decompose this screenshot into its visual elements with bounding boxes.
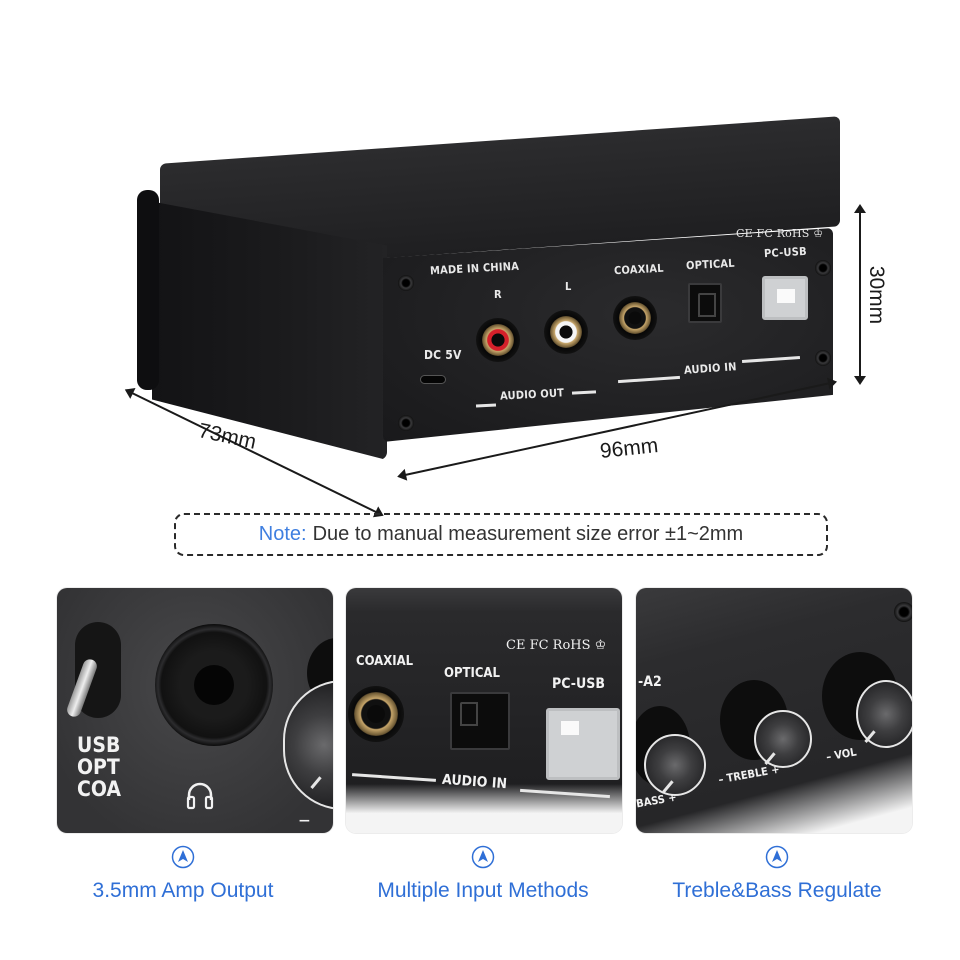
feature-card-amp-output: USB OPT COA — (57, 588, 333, 833)
rca-left-label: L (565, 280, 572, 293)
audio-in-bar (351, 773, 437, 782)
bass-label: BASS + (636, 790, 678, 811)
height-dimension-arrow (854, 204, 866, 385)
model-label: -A2 (638, 674, 662, 690)
optical-label: OPTICAL (685, 256, 736, 273)
pc-usb-label: PC-USB (763, 244, 808, 261)
source-coa-label: COA (77, 777, 121, 801)
feature-caption-input-methods: Multiple Input Methods (333, 845, 633, 903)
up-arrow-circle-icon (765, 845, 789, 869)
minus-label: — (299, 813, 310, 827)
certification-marks: CE FC RoHS ♔ (506, 638, 607, 653)
audio-in-bar (520, 788, 610, 799)
caption-text: 3.5mm Amp Output (92, 879, 274, 902)
device-rear-panel (383, 228, 833, 442)
note-text: Due to manual measurement size error ±1~… (312, 523, 744, 545)
feature-caption-amp-output: 3.5mm Amp Output (33, 845, 333, 903)
feature-card-tone-control: -A2 BASS + – TREBLE + – VOL (636, 588, 912, 833)
headphone-jack (894, 602, 912, 622)
feature-card-input-methods: COAXIAL OPTICAL PC-USB CE FC RoHS ♔ AUDI… (346, 588, 622, 833)
width-dimension-label: 96mm (598, 434, 660, 463)
audio-in-label: AUDIO IN (441, 771, 508, 793)
coaxial-input-port (348, 686, 404, 742)
optical-input-port (688, 283, 722, 323)
up-arrow-circle-icon (171, 845, 195, 869)
coaxial-input-port (613, 296, 657, 340)
source-opt-label: OPT (77, 755, 120, 779)
treble-knob (754, 710, 812, 768)
coaxial-label: COAXIAL (356, 654, 414, 669)
height-dimension-label: 30mm (865, 265, 889, 325)
headphone-icon (186, 782, 214, 810)
feature-caption-tone-control: Treble&Bass Regulate (627, 845, 927, 903)
up-arrow-circle-icon (471, 845, 495, 869)
usb-b-input-port (546, 708, 620, 780)
rca-right-label: R (494, 288, 502, 301)
optical-label: OPTICAL (444, 666, 500, 681)
volume-knob (856, 680, 912, 748)
usb-c-power-port (420, 375, 446, 384)
note-key: Note: (258, 523, 307, 545)
rca-right-output-port (476, 318, 520, 362)
source-usb-label: USB (77, 733, 121, 757)
headphone-jack (155, 624, 273, 746)
pc-usb-label: PC-USB (552, 676, 605, 692)
optical-input-port (450, 692, 510, 750)
screw-icon (398, 275, 414, 291)
rca-left-output-port (544, 310, 588, 354)
volume-label: – VOL (825, 745, 858, 764)
treble-label: – TREBLE + (717, 762, 781, 787)
caption-text: Multiple Input Methods (377, 879, 589, 902)
usb-b-input-port (762, 276, 808, 320)
bass-knob (644, 734, 706, 796)
volume-knob (283, 680, 333, 810)
depth-dimension-label: 73mm (196, 419, 259, 454)
screw-icon (398, 415, 414, 431)
screw-icon (815, 260, 831, 276)
certification-marks: CE FC RoHS ♔ (736, 227, 824, 240)
coaxial-label: COAXIAL (613, 261, 665, 278)
screw-icon (815, 350, 831, 366)
measurement-note: Note: Due to manual measurement size err… (174, 513, 828, 556)
device-side-edge (137, 190, 159, 390)
product-hero-image: MADE IN CHINA R L DC 5V COAXIAL OPTICAL … (0, 0, 960, 500)
dc-power-label: DC 5V (424, 348, 462, 362)
caption-text: Treble&Bass Regulate (672, 879, 882, 902)
